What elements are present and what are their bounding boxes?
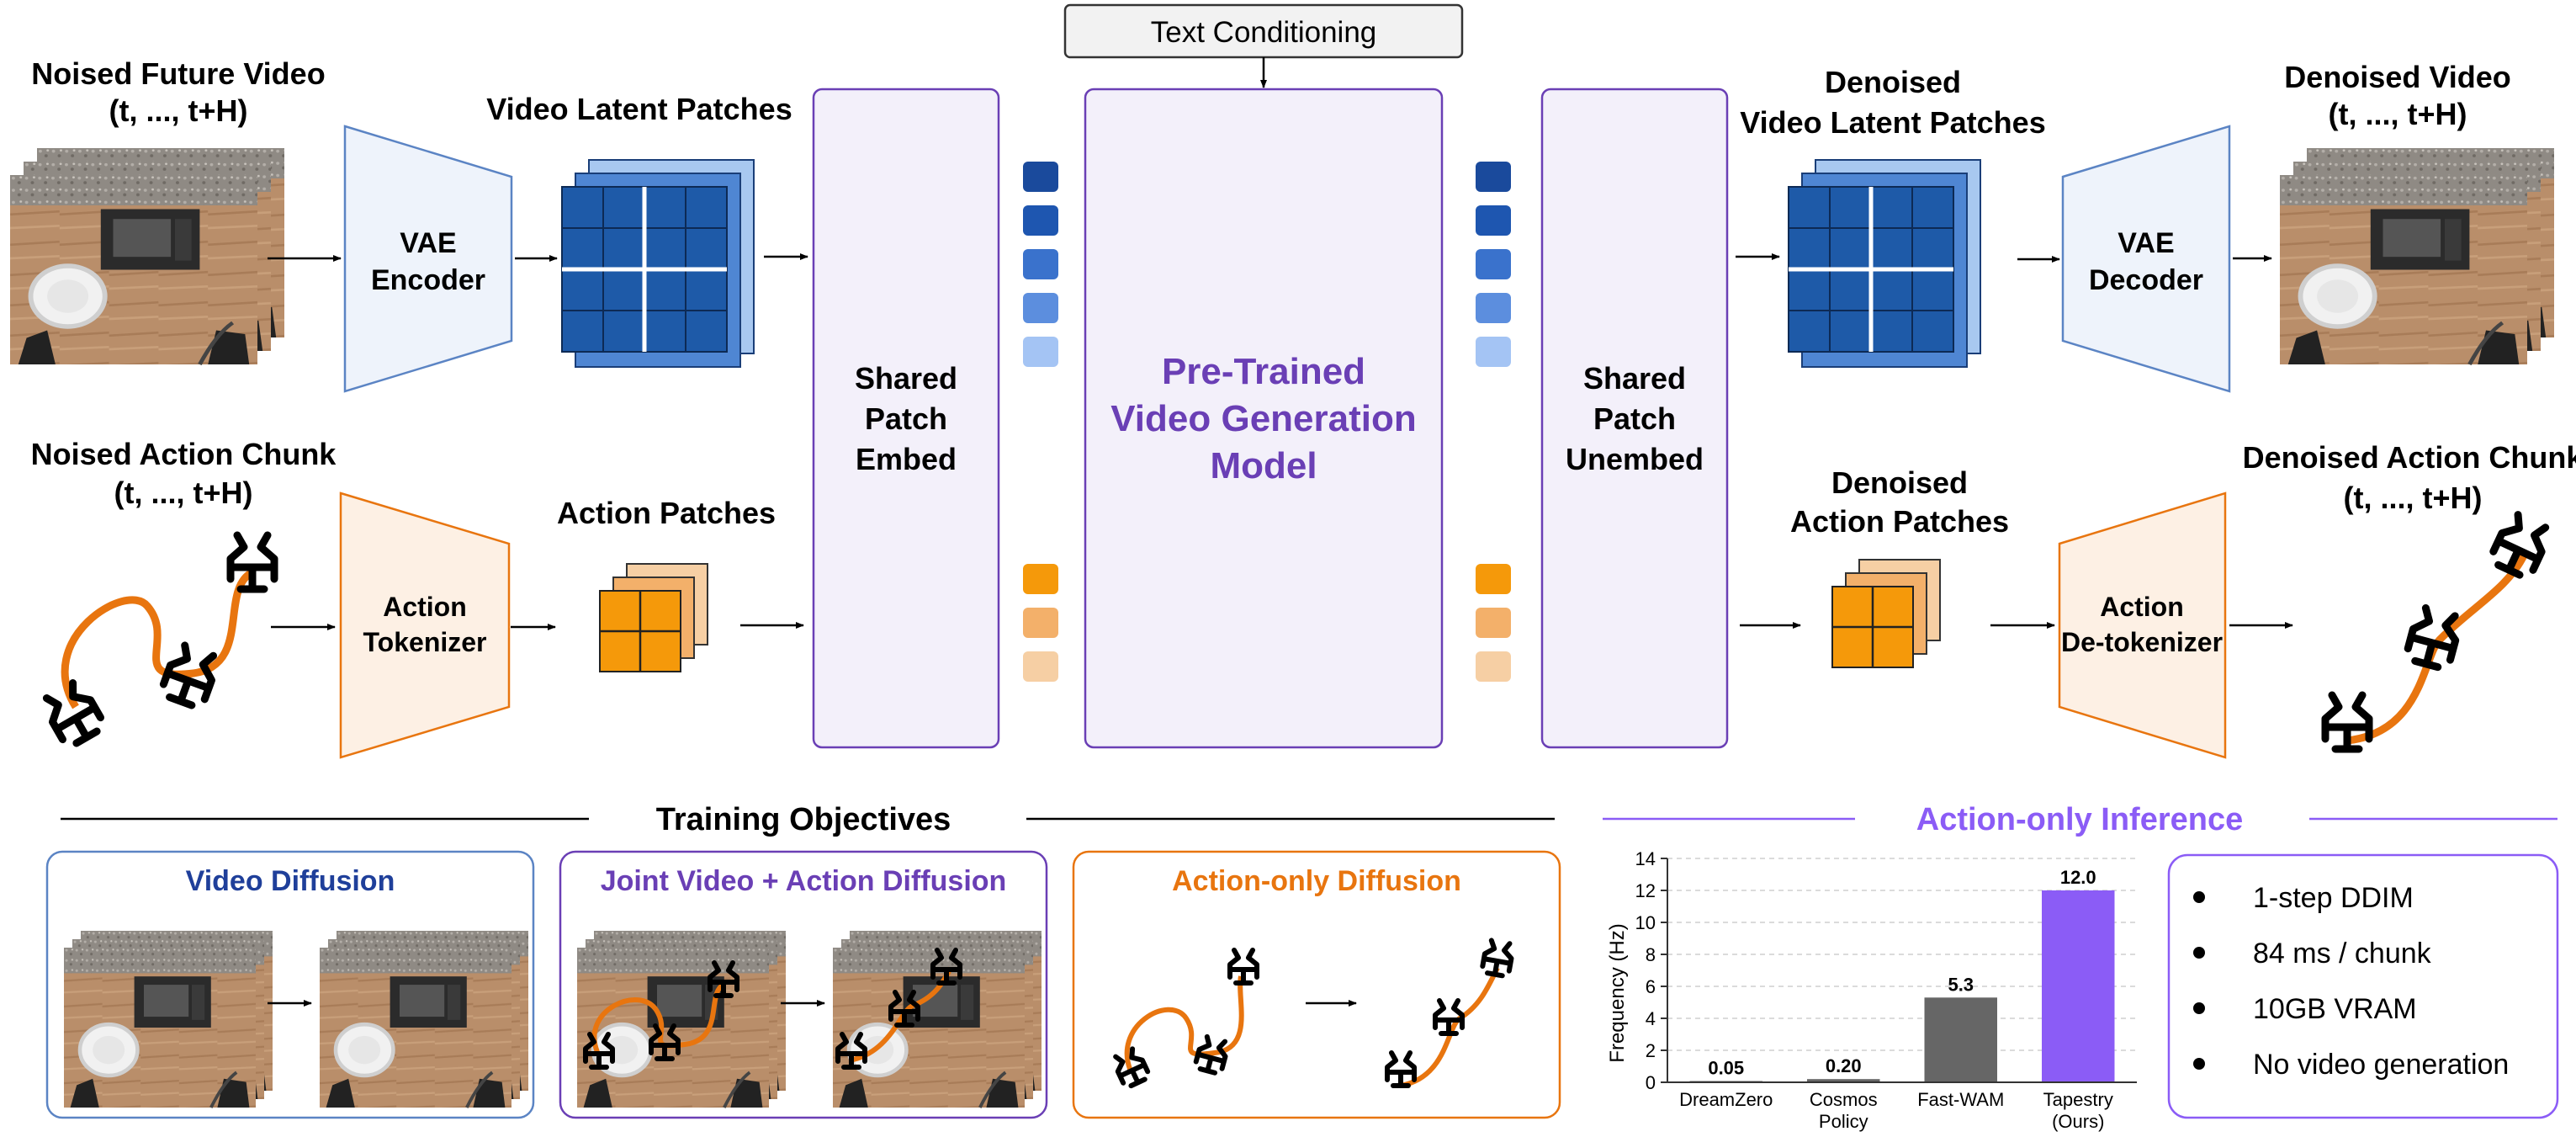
video-tokens-right <box>1476 162 1511 367</box>
chart-x-tick-label: Cosmos <box>1810 1089 1878 1110</box>
inference-bullet-1: 1-step DDIM <box>2193 882 2414 914</box>
denoised-video-range: (t, ..., t+H) <box>2329 97 2467 131</box>
denoised-action-patches-title-1: Denoised <box>1831 465 1968 500</box>
denoised-action-range: (t, ..., t+H) <box>2344 481 2483 515</box>
chart-value-label: 5.3 <box>1948 974 1974 995</box>
inference-bullet-2-text: 84 ms / chunk <box>2253 938 2432 970</box>
chart-y-tick-label: 2 <box>1646 1040 1656 1061</box>
chart-x-tick-label: (Ours) <box>2052 1111 2104 1132</box>
video-latent-patches <box>561 159 755 368</box>
shared-patch-embed-label-1: Shared <box>855 361 957 396</box>
denoised-video-patches-title-2: Video Latent Patches <box>1740 105 2045 140</box>
vae-encoder-label-1: VAE <box>400 227 456 259</box>
shared-patch-unembed <box>1540 88 1729 749</box>
noised-video-frames <box>10 148 284 364</box>
denoised-action-title: Denoised Action Chunk <box>2243 440 2576 475</box>
joint-diffusion-title: Joint Video + Action Diffusion <box>601 865 1007 897</box>
pretrained-video-model <box>1084 88 1444 749</box>
inference-bullet-4: No video generation <box>2193 1049 2509 1081</box>
action-diffusion-title: Action-only Diffusion <box>1172 865 1461 897</box>
action-tokens-left <box>1023 564 1058 682</box>
vae-encoder <box>343 125 513 393</box>
video-diffusion-title: Video Diffusion <box>186 865 395 897</box>
chart-bar <box>1807 1079 1880 1082</box>
model-label-2: Video Generation <box>1110 398 1417 439</box>
denoised-video-latent-patches <box>1788 159 1981 368</box>
action-tokenizer-label-1: Action <box>383 592 467 622</box>
model-label-3: Model <box>1210 445 1317 486</box>
action-tokenizer-label-2: Tokenizer <box>363 627 487 657</box>
shared-patch-embed <box>812 88 1000 749</box>
action-detokenizer-label-2: De-tokenizer <box>2061 627 2223 657</box>
chart-y-tick-label: 0 <box>1646 1072 1656 1093</box>
shared-patch-embed-label-2: Patch <box>865 401 947 436</box>
action-detokenizer <box>2058 491 2227 759</box>
chart-value-label: 0.20 <box>1826 1055 1862 1076</box>
joint-diffusion-output-frames <box>833 931 1042 1108</box>
action-detokenizer-label-1: Action <box>2100 592 2184 622</box>
chart-x-tick-label: Fast-WAM <box>1917 1089 2004 1110</box>
chart-x-tick-label: DreamZero <box>1679 1089 1773 1110</box>
action-inference-title: Action-only Inference <box>1916 802 2244 837</box>
chart-y-axis-label: Frequency (Hz) <box>1606 923 1629 1062</box>
noised-video-range: (t, ..., t+H) <box>109 93 248 128</box>
shared-patch-unembed-label-2: Patch <box>1593 401 1676 436</box>
inference-bullet-3-text: 10GB VRAM <box>2253 993 2417 1025</box>
joint-diffusion-input-frames <box>577 931 786 1108</box>
chart-value-label: 12.0 <box>2060 867 2096 888</box>
vae-decoder <box>2061 125 2231 393</box>
video-diffusion-output-frames <box>320 931 528 1108</box>
chart-y-tick-label: 8 <box>1646 944 1656 965</box>
chart-x-tick-label: Tapestry <box>2043 1089 2113 1110</box>
noised-action-trajectory <box>40 535 274 748</box>
action-diffusion-output-trajectory <box>1387 940 1513 1086</box>
chart-y-tick-label: 12 <box>1635 880 1656 901</box>
shared-patch-unembed-label-3: Unembed <box>1566 442 1704 476</box>
inference-bullet-4-text: No video generation <box>2253 1049 2509 1081</box>
chart-y-tick-label: 6 <box>1646 976 1656 997</box>
chart-bar <box>1924 997 1997 1082</box>
text-conditioning-label: Text Conditioning <box>1151 16 1377 49</box>
action-tokenizer <box>339 491 511 759</box>
noised-video-title: Noised Future Video <box>31 56 325 91</box>
inference-bullet-2: 84 ms / chunk <box>2193 938 2432 970</box>
denoised-video-title: Denoised Video <box>2284 60 2510 94</box>
denoised-action-patches <box>1831 559 1941 668</box>
model-label-1: Pre-Trained <box>1162 351 1365 392</box>
vae-encoder-label-2: Encoder <box>371 264 485 296</box>
chart-y-tick-label: 4 <box>1646 1008 1656 1029</box>
inference-bullet-1-text: 1-step DDIM <box>2253 882 2414 914</box>
chart-x-tick-label: Policy <box>1819 1111 1868 1132</box>
chart-bar <box>2042 890 2115 1082</box>
chart-y-tick-label: 10 <box>1635 912 1656 933</box>
noised-action-title: Noised Action Chunk <box>31 437 337 471</box>
video-tokens-left <box>1023 162 1058 367</box>
action-diffusion-input-trajectory <box>1112 950 1257 1088</box>
video-latent-patches-title: Video Latent Patches <box>486 92 792 126</box>
inference-stats-panel <box>2167 853 2559 1119</box>
video-diffusion-input-frames <box>64 931 273 1108</box>
vae-decoder-label-2: Decoder <box>2089 264 2203 296</box>
denoised-video-frames <box>2280 148 2554 364</box>
training-objectives-title: Training Objectives <box>656 802 951 837</box>
inference-bullet-3: 10GB VRAM <box>2193 993 2417 1025</box>
denoised-video-patches-title-1: Denoised <box>1825 65 1961 99</box>
chart-y-tick-label: 14 <box>1635 848 1656 869</box>
shared-patch-embed-label-3: Embed <box>856 442 957 476</box>
vae-decoder-label-1: VAE <box>2118 227 2174 259</box>
chart-value-label: 0.05 <box>1708 1058 1744 1079</box>
denoised-action-trajectory <box>2325 512 2552 749</box>
denoised-action-patches-title-2: Action Patches <box>1790 504 2009 539</box>
shared-patch-unembed-label-1: Shared <box>1583 361 1686 396</box>
noised-action-range: (t, ..., t+H) <box>114 476 253 510</box>
inference-frequency-chart: Frequency (Hz) 0 2 4 6 8 10 12 14 0.05 0.20 5.3 12… <box>1606 848 2137 1132</box>
action-patches-title: Action Patches <box>557 496 776 530</box>
action-patches <box>599 563 708 672</box>
action-tokens-right <box>1476 564 1511 682</box>
